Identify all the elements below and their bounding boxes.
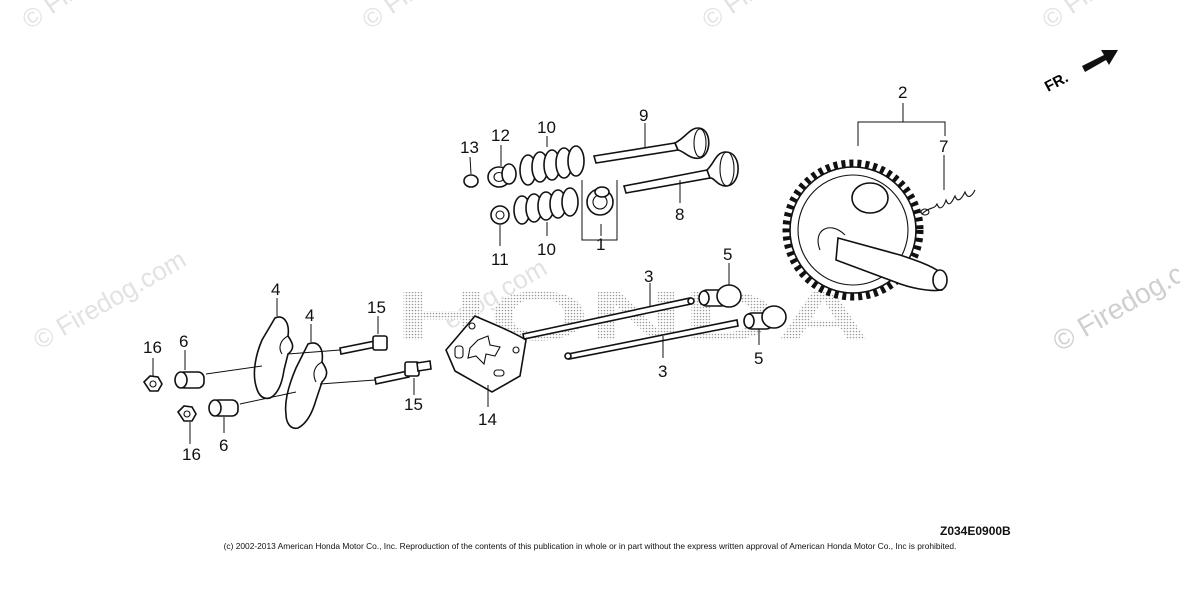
callout-12: 12 bbox=[491, 126, 510, 145]
watermark-text: © Firedog.c bbox=[1048, 258, 1180, 357]
callout-13: 13 bbox=[460, 138, 479, 157]
part-9-exhaust-valve bbox=[592, 123, 710, 164]
callout-15-lower: 15 bbox=[404, 395, 423, 414]
callout-5-upper: 5 bbox=[723, 245, 732, 264]
callout-10-lower: 10 bbox=[537, 240, 556, 259]
callout-labels: 13 12 10 9 2 7 8 1 10 11 3 5 5 3 4 4 15 … bbox=[143, 83, 948, 464]
part-11-spring-retainer bbox=[490, 205, 510, 246]
part-4-rocker-arm-right bbox=[284, 324, 328, 430]
diagram-code: Z034E0900B bbox=[940, 524, 1011, 538]
watermark-text: © Firedog bbox=[356, 0, 467, 35]
part-15-rocker-arm-stud-upper bbox=[339, 316, 388, 355]
callout-16-upper: 16 bbox=[143, 338, 162, 357]
part-12-spring-retainer bbox=[487, 145, 517, 188]
callout-10-upper: 10 bbox=[537, 118, 556, 137]
part-15-rocker-arm-stud-lower bbox=[374, 360, 432, 395]
front-arrow-icon bbox=[1082, 50, 1118, 72]
part-8-intake-valve bbox=[622, 151, 739, 203]
part-16-lock-nut-upper bbox=[142, 358, 163, 392]
callout-8: 8 bbox=[675, 205, 684, 224]
part-7-decompressor-spring bbox=[920, 155, 976, 216]
callout-3-upper: 3 bbox=[644, 267, 653, 286]
callout-11: 11 bbox=[491, 250, 509, 269]
part-3-push-rod-upper bbox=[522, 283, 695, 340]
part-3-push-rod-lower bbox=[564, 319, 739, 360]
callout-4-right: 4 bbox=[305, 306, 314, 325]
watermark-text: © Firedog.com bbox=[28, 244, 191, 355]
part-10-valve-spring-lower bbox=[513, 187, 579, 236]
callout-6-upper: 6 bbox=[179, 332, 188, 351]
part-4-rocker-arm-left bbox=[253, 298, 294, 400]
part-6-rocker-arm-pivot-lower bbox=[208, 399, 239, 433]
callout-9: 9 bbox=[639, 106, 648, 125]
callout-4-left: 4 bbox=[271, 280, 280, 299]
callout-6-lower: 6 bbox=[219, 436, 228, 455]
part-16-lock-nut-lower bbox=[176, 405, 197, 444]
copyright-notice: (c) 2002-2013 American Honda Motor Co., … bbox=[223, 541, 957, 551]
callout-14: 14 bbox=[478, 410, 497, 429]
part-6-rocker-arm-pivot-upper bbox=[174, 350, 205, 389]
callout-15-upper: 15 bbox=[367, 298, 386, 317]
callout-5-lower: 5 bbox=[754, 349, 763, 368]
part-13-valve-cotter bbox=[463, 156, 479, 188]
part-2-camshaft bbox=[782, 103, 948, 301]
part-5-valve-lifter-upper bbox=[698, 263, 742, 308]
part-14-push-rod-guide-plate bbox=[445, 315, 527, 407]
watermark-text: © Firedog bbox=[696, 0, 807, 35]
part-1-valve-stem-seal bbox=[581, 180, 618, 241]
front-direction-indicator: FR. bbox=[1042, 50, 1118, 96]
callout-2: 2 bbox=[898, 83, 907, 102]
watermark-text: © Firedog bbox=[16, 0, 127, 35]
front-label: FR. bbox=[1042, 69, 1071, 95]
watermark-text: © Fire bbox=[1036, 0, 1112, 35]
callout-16-lower: 16 bbox=[182, 445, 201, 464]
callout-1: 1 bbox=[596, 235, 605, 254]
part-5-valve-lifter-lower bbox=[743, 305, 787, 345]
callout-7: 7 bbox=[939, 137, 948, 156]
part-10-valve-spring-upper bbox=[519, 136, 585, 186]
callout-3-lower: 3 bbox=[658, 362, 667, 381]
assembly-guide-lines bbox=[205, 349, 376, 405]
